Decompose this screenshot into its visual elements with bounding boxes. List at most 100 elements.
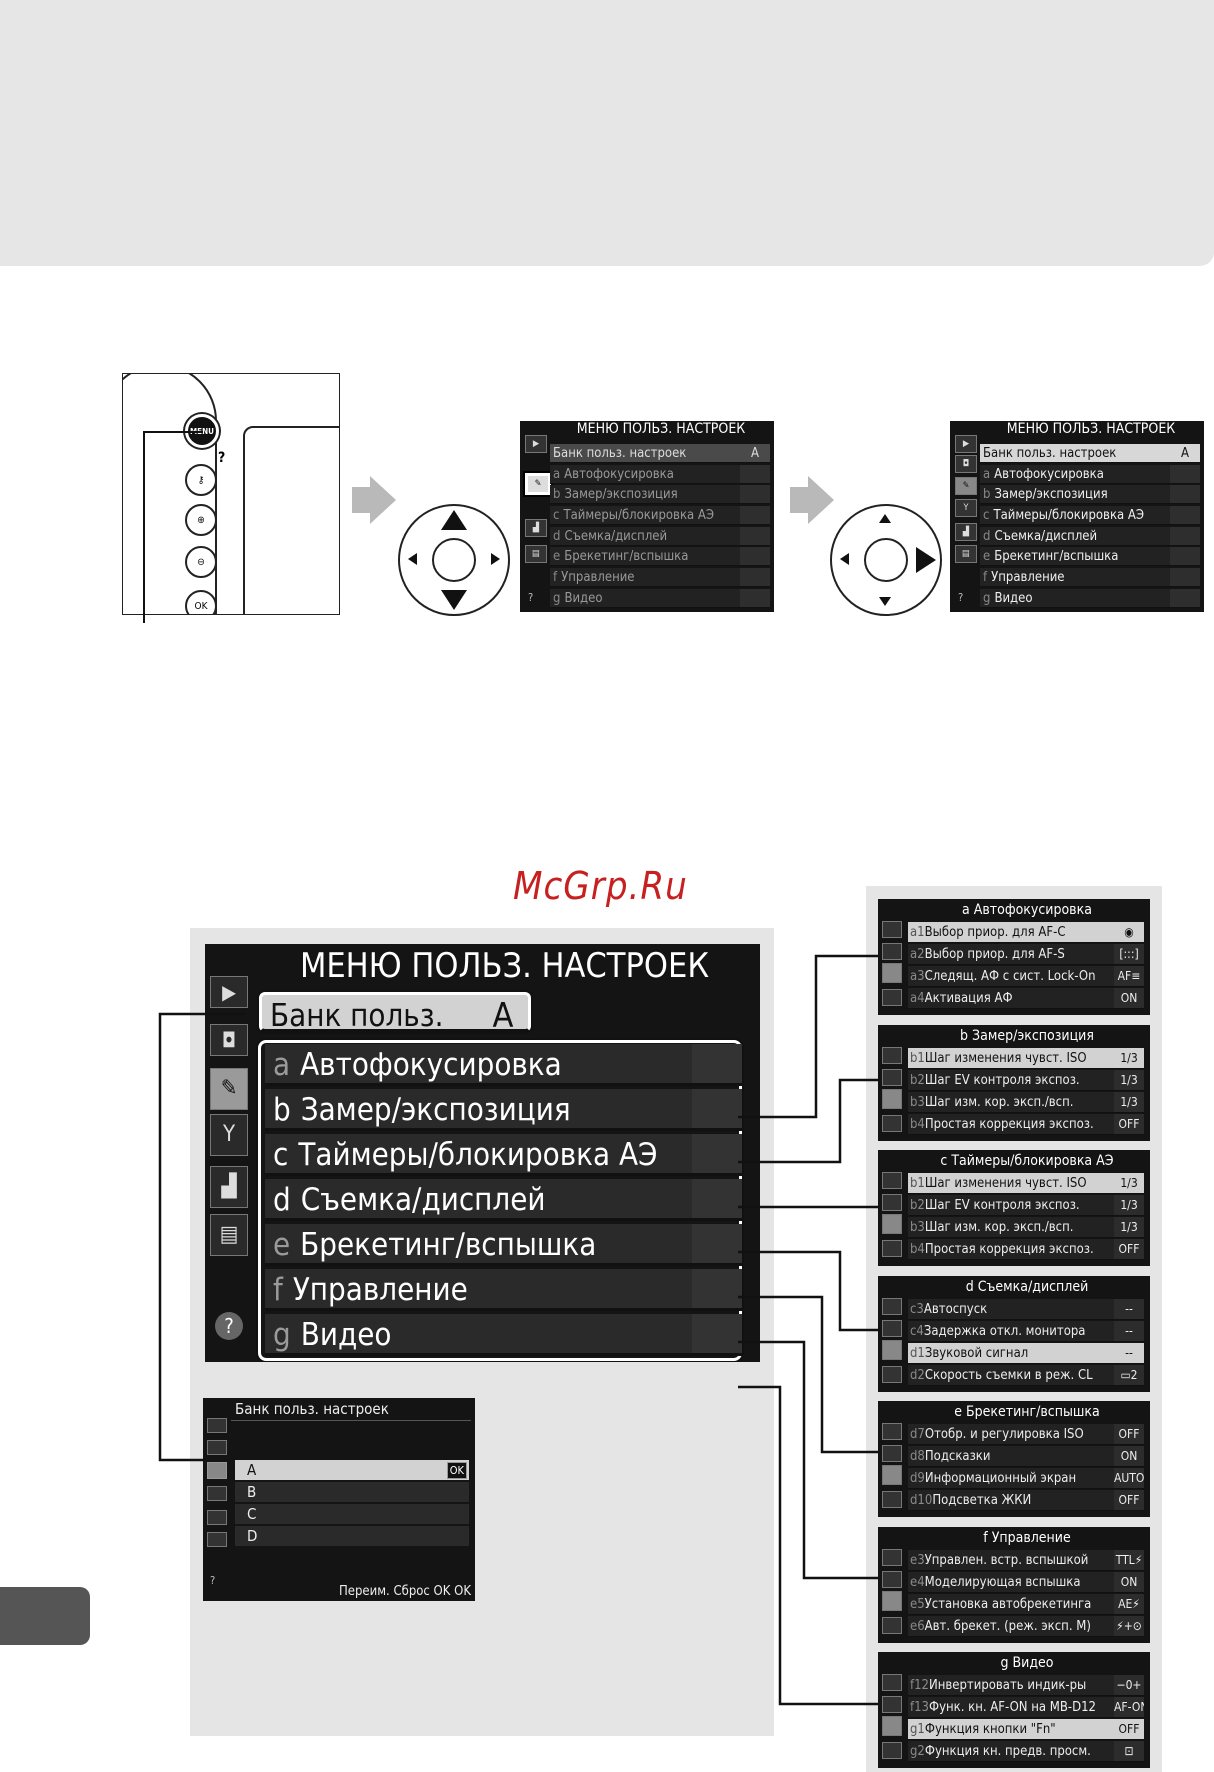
submenu-row[interactable]: b3Шаг изм. кор. эксп./всп.1/3 bbox=[908, 1091, 1144, 1113]
pencil-tab-icon[interactable]: ✎ bbox=[955, 477, 977, 495]
my-menu-tab-icon[interactable] bbox=[207, 1532, 227, 1547]
playback-tab-icon[interactable] bbox=[882, 1172, 902, 1189]
pencil-tab-icon[interactable] bbox=[882, 1590, 902, 1611]
wrench-tab-icon[interactable] bbox=[882, 989, 902, 1006]
submenu-row[interactable]: g1Функция кнопки "Fn"OFF bbox=[908, 1719, 1144, 1740]
camera-tab-icon[interactable] bbox=[882, 1194, 902, 1211]
ok-button[interactable]: OK bbox=[185, 590, 217, 614]
pencil-tab-icon[interactable] bbox=[882, 1465, 902, 1485]
zoom-in-button[interactable]: ⊕ bbox=[185, 504, 217, 536]
wrench-tab-icon[interactable] bbox=[882, 1491, 902, 1508]
pencil-tab-icon[interactable] bbox=[882, 1214, 902, 1234]
bank-row[interactable]: Банк польз. настроек A bbox=[259, 992, 531, 1032]
my-menu-tab-icon[interactable]: ▤ bbox=[210, 1214, 248, 1256]
wrench-tab-icon[interactable]: Y bbox=[955, 499, 977, 517]
playback-tab-icon[interactable] bbox=[882, 1046, 902, 1064]
camera-tab-icon[interactable] bbox=[882, 1445, 902, 1462]
pencil-tab-icon[interactable]: ✎ bbox=[210, 1068, 248, 1110]
retouch-tab-icon[interactable]: ▟ bbox=[955, 523, 977, 541]
pencil-tab-icon[interactable] bbox=[882, 1339, 902, 1360]
playback-tab-icon[interactable]: ▶ bbox=[210, 976, 248, 1008]
my-menu-tab-icon[interactable]: ▤ bbox=[955, 545, 977, 563]
playback-tab-icon[interactable]: ▶ bbox=[955, 435, 977, 453]
camera-tab-icon[interactable]: ◘ bbox=[210, 1024, 248, 1056]
retouch-tab-icon[interactable]: ▟ bbox=[525, 519, 547, 537]
submenu-row[interactable]: d2Скорость съемки в реж. CL▭2 bbox=[908, 1364, 1144, 1386]
menu-row[interactable]: Банк польз. настроек A bbox=[550, 444, 770, 463]
wrench-tab-icon[interactable] bbox=[882, 1114, 902, 1132]
submenu-row[interactable]: a1Выбор приор. для AF-C◉ bbox=[908, 922, 1144, 943]
my-menu-tab-icon[interactable]: ▤ bbox=[525, 545, 547, 563]
submenu-row[interactable]: g2Функция кн. предв. просм.⊡ bbox=[908, 1741, 1144, 1762]
playback-tab-icon[interactable] bbox=[882, 1548, 902, 1566]
submenu-row[interactable]: b2Шаг EV контроля экспоз.1/3 bbox=[908, 1069, 1144, 1091]
wrench-tab-icon[interactable] bbox=[882, 1365, 902, 1383]
playback-tab-icon[interactable] bbox=[882, 921, 902, 938]
submenu-row[interactable]: c3Автоспуск-- bbox=[908, 1298, 1144, 1320]
pencil-tab-icon[interactable] bbox=[882, 1716, 902, 1736]
menu-row[interactable]: Банк польз. настроек A bbox=[980, 444, 1200, 463]
camera-tab-icon[interactable] bbox=[882, 1696, 902, 1713]
camera-tab-icon[interactable] bbox=[882, 1068, 902, 1086]
submenu-row[interactable]: b3Шаг изм. кор. эксп./всп.1/3 bbox=[908, 1217, 1144, 1238]
wrench-tab-icon[interactable]: Y bbox=[210, 1114, 248, 1156]
submenu-row[interactable]: c4Задержка откл. монитора-- bbox=[908, 1320, 1144, 1342]
retouch-tab-icon[interactable] bbox=[207, 1510, 227, 1525]
retouch-tab-icon[interactable]: ▟ bbox=[210, 1166, 248, 1208]
submenu-row[interactable]: d1Звуковой сигнал-- bbox=[908, 1342, 1144, 1364]
camera-tab-icon[interactable]: ◘ bbox=[955, 455, 977, 473]
wrench-tab-icon[interactable] bbox=[882, 1240, 902, 1257]
pencil-tab-icon[interactable] bbox=[207, 1462, 227, 1479]
protect-button[interactable]: ⚷ bbox=[185, 464, 217, 496]
wrench-tab-icon[interactable] bbox=[882, 1616, 902, 1634]
pencil-tab-icon[interactable]: ✎ bbox=[525, 473, 551, 495]
camera-tab-icon[interactable] bbox=[882, 1570, 902, 1588]
submenu-row[interactable]: b2Шаг EV контроля экспоз.1/3 bbox=[908, 1195, 1144, 1216]
camera-tab-icon[interactable] bbox=[882, 943, 902, 960]
submenu-row[interactable]: f12Инвертировать индик-ры−0+ bbox=[908, 1675, 1144, 1696]
playback-tab-icon[interactable] bbox=[882, 1423, 902, 1440]
submenu-row[interactable]: b4Простая коррекция экспоз.OFF bbox=[908, 1239, 1144, 1260]
submenu-row[interactable]: b4Простая коррекция экспоз.OFF bbox=[908, 1113, 1144, 1135]
submenu-row[interactable]: e6Авт. брекет. (реж. эксп. M)⚡+⊙ bbox=[908, 1615, 1144, 1637]
playback-tab-icon[interactable] bbox=[207, 1418, 227, 1433]
submenu-row[interactable]: a2Выбор приор. для AF-S[:::] bbox=[908, 944, 1144, 965]
pencil-tab-icon[interactable] bbox=[882, 963, 902, 983]
playback-tab-icon[interactable]: ▶ bbox=[525, 435, 547, 453]
bank-row[interactable]: B bbox=[235, 1482, 469, 1502]
camera-tab-icon[interactable] bbox=[882, 1319, 902, 1337]
multi-selector-up-down[interactable] bbox=[398, 504, 510, 616]
bank-row[interactable]: D bbox=[235, 1526, 469, 1546]
